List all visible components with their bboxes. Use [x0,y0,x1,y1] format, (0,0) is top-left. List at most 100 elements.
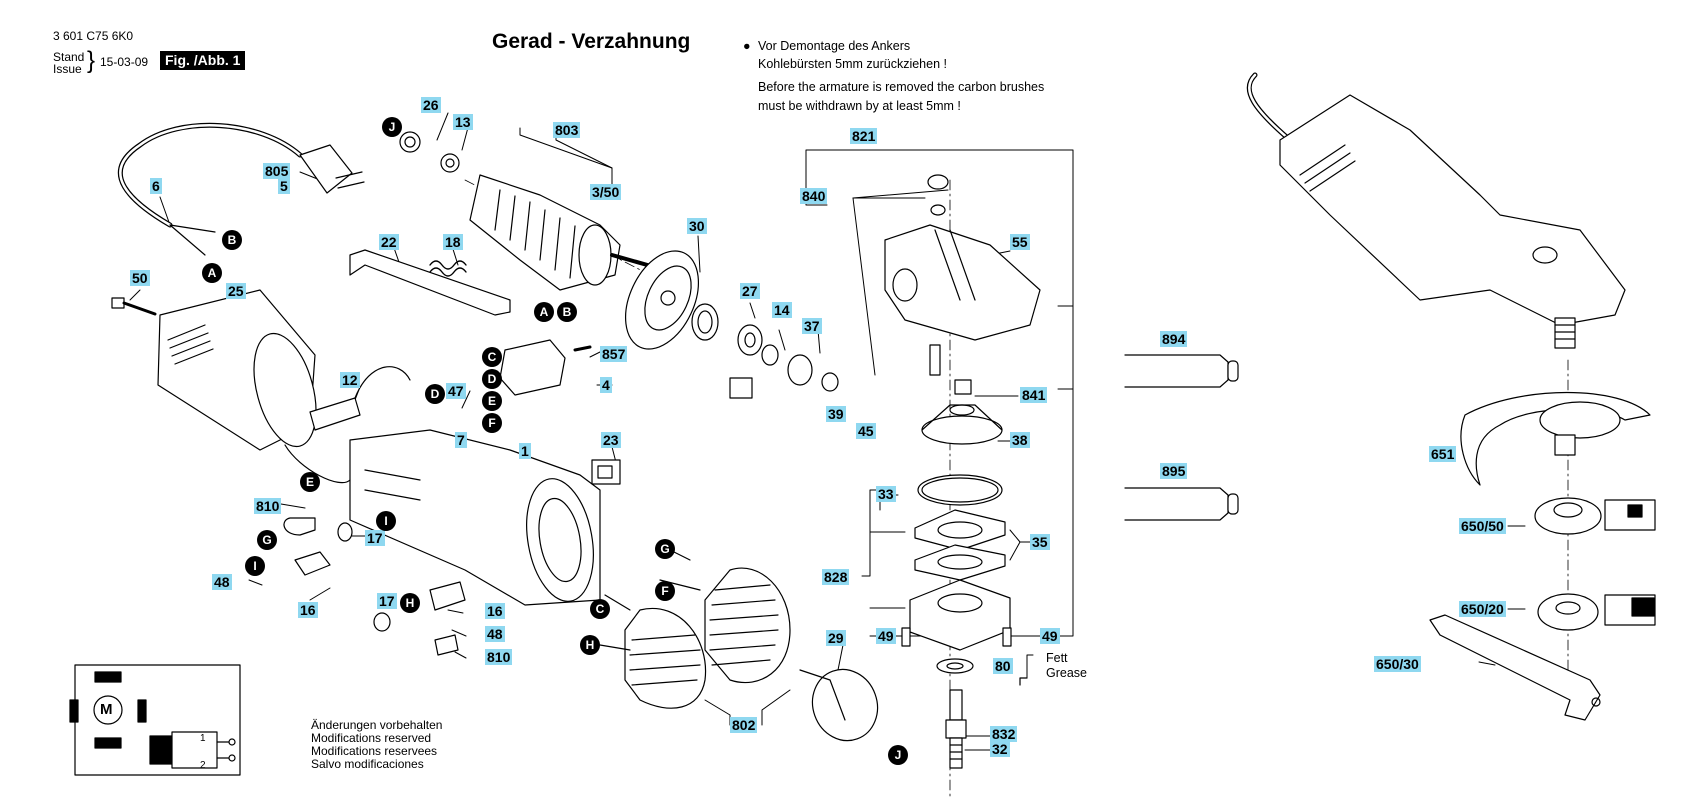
callout-marker: A [202,263,222,283]
part-label: 30 [687,218,707,234]
gear-head-drawing [884,174,1041,395]
callout-marker: A [534,302,554,322]
callout-marker: E [300,472,320,492]
part-label: 821 [850,128,878,144]
callout-marker: J [888,745,908,765]
screw-50-drawing [111,297,157,316]
part-label: 651 [1429,446,1457,462]
part-label: 32 [990,741,1010,757]
part-label: 4 [600,377,612,393]
part-label: 895 [1160,463,1188,479]
callout-marker: B [222,230,242,250]
part-label: 48 [212,574,232,590]
part-label: 894 [1160,331,1188,347]
part-label: 35 [1030,534,1050,550]
switch-drawing [591,459,621,485]
power-cord-drawing [117,122,365,256]
part-label: 18 [443,234,463,250]
part-label: 16 [298,602,318,618]
nozzle-drawing [799,668,879,742]
part-label: 810 [485,649,513,665]
part-label: 1 [519,443,531,459]
callout-marker: J [382,117,402,137]
part-label: 22 [379,234,399,250]
housing-cover-drawing [157,289,317,451]
callout-marker: C [482,347,502,367]
callout-marker: D [482,369,502,389]
note-line-1: Vor Demontage des Ankers [758,39,911,53]
schematic-motor-label: M [100,701,113,718]
spindle-drawing [936,658,1028,769]
part-label: 17 [365,530,385,546]
part-label: 840 [800,188,828,204]
issue-date: 15-03-09 [100,55,149,69]
callout-marker: E [482,391,502,411]
brush-bracket-drawing [349,249,511,316]
callout-marker: G [655,539,675,559]
issue-label: Issue [53,62,82,76]
footer-line-4: Salvo modificaciones [311,757,424,771]
callout-marker: D [425,384,445,404]
grease-tubes-drawing [1124,354,1239,521]
part-label: 49 [876,628,896,644]
part-label: 810 [254,498,282,514]
part-label: 13 [453,114,473,130]
part-label: 16 [485,603,505,619]
part-label: 29 [826,630,846,646]
part-label: 12 [340,372,360,388]
brush-holder-drawing [283,517,466,656]
part-label: 650/30 [1374,656,1421,672]
part-label: 841 [1020,387,1048,403]
field-coils-drawing [599,544,791,709]
spanner-drawing [1429,614,1601,721]
part-label: 802 [730,717,758,733]
callout-marker: G [257,530,277,550]
callout-marker: F [482,413,502,433]
stand-label: Stand [53,50,85,64]
part-label: 805 [263,163,291,179]
assembled-grinder-drawing [1246,72,1626,349]
part-label: 6 [150,178,162,194]
callout-marker: H [400,593,420,613]
part-label: 5 [278,178,290,194]
flange-assembly-drawing [901,474,1012,651]
fan-drawing [625,250,699,350]
part-label: 3/50 [590,184,622,200]
leader-lines [129,112,1526,751]
motor-housing-drawing [284,429,601,606]
note-bullet: ● [743,39,751,53]
bearings-drawing [691,303,839,399]
part-label: 80 [993,658,1013,674]
armature-drawing [399,131,667,291]
part-label: 14 [772,302,792,318]
callout-marker: H [580,635,600,655]
flanges-drawing [1534,497,1656,631]
part-label: 39 [826,406,846,422]
part-label: 17 [377,593,397,609]
footer-line-3: Modifications reservees [311,744,438,758]
part-label: 25 [226,283,246,299]
note-line-3: Before the armature is removed the carbo… [758,80,1045,94]
callout-marker: C [590,599,610,619]
part-label: 27 [740,283,760,299]
callout-marker: F [655,581,675,601]
schematic-contact-2: 2 [200,760,206,771]
part-label: 47 [446,383,466,399]
part-label: 650/50 [1459,518,1506,534]
figure-label: Fig. /Abb. 1 [160,51,246,70]
note-line-4: must be withdrawn by at least 5mm ! [758,99,961,113]
callout-marker: I [245,556,265,576]
part-label: 45 [856,423,876,439]
part-label: 49 [1040,628,1060,644]
part-label: 37 [802,318,822,334]
part-label: 23 [601,432,621,448]
callout-marker: B [557,302,577,322]
capacitor-drawing [309,366,411,431]
part-label: 803 [553,122,581,138]
wiring-schematic [69,664,241,776]
part-label: 26 [421,97,441,113]
part-label: 650/20 [1459,601,1506,617]
part-label: 828 [822,569,850,585]
